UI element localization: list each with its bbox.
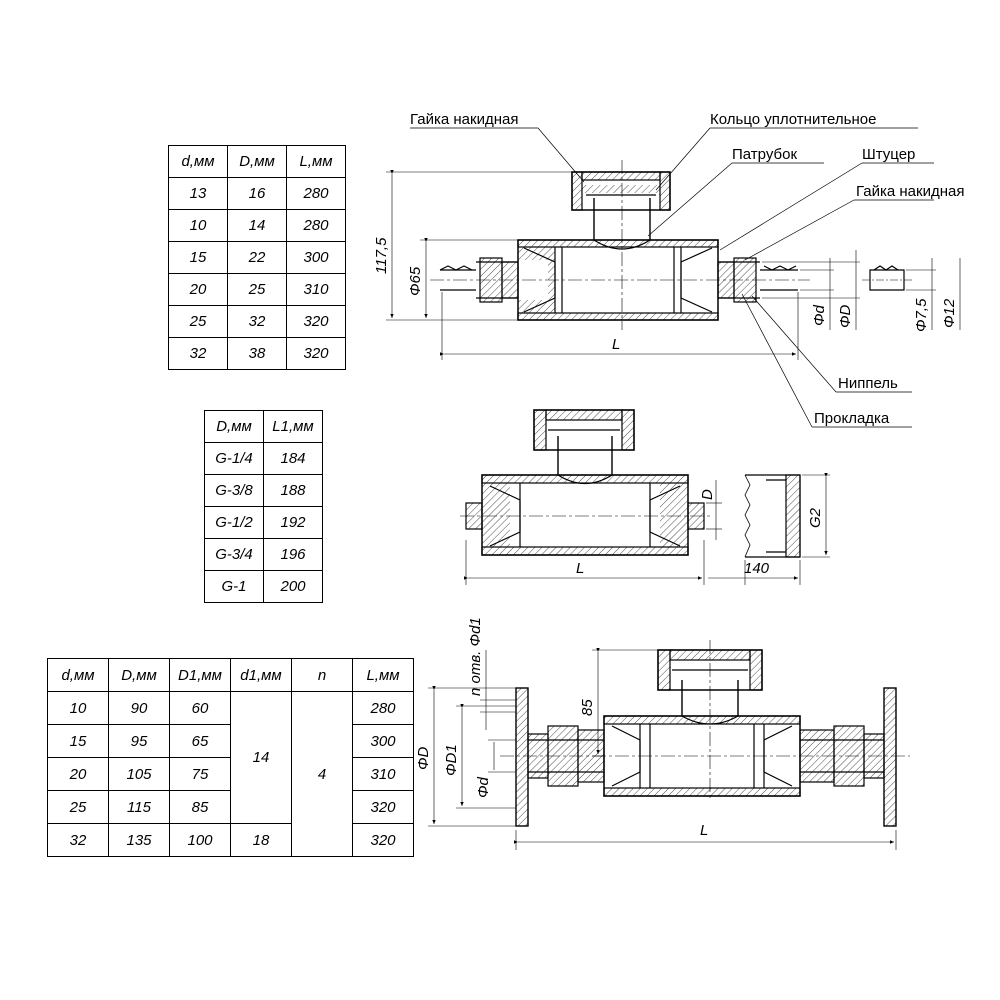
dim-85: 85 (579, 699, 596, 716)
table-cell: 38 (227, 337, 287, 370)
dim-G2: G2 (807, 507, 824, 528)
header-cell: n (291, 658, 353, 692)
table-cell: 320 (352, 790, 414, 824)
table-row: 32 135 100 18 320 (47, 823, 414, 857)
dim-phi65: Φ65 (407, 266, 424, 296)
table-cell: 310 (352, 757, 414, 791)
table-row: 10 14 280 (168, 209, 346, 242)
table-row: 15 22 300 (168, 241, 346, 274)
table-cell: 18 (230, 823, 292, 857)
tee-threaded-view (460, 409, 830, 585)
table-d-D-L: d,мм D,мм L,мм 13 16 280 10 14 280 15 22… (168, 145, 346, 370)
table-cell: 200 (263, 570, 323, 603)
table-cell: 95 (108, 724, 170, 758)
table-row: G-3/4 196 (204, 538, 323, 571)
dim-phiD1-bot: ΦD1 (443, 744, 460, 776)
dim-phi75: Φ7,5 (913, 298, 930, 332)
table-cell: 13 (168, 177, 228, 210)
table-cell: 100 (169, 823, 231, 857)
table-cell: 25 (227, 273, 287, 306)
table-row: 15 95 65 300 (47, 724, 414, 758)
dim-phiD-top: ΦD (837, 304, 854, 328)
dim-height: 117,5 (373, 237, 390, 274)
table-cell: 184 (263, 442, 323, 475)
table-row: 20 105 75 310 (47, 757, 414, 791)
label-fitting: Штуцер (862, 146, 915, 163)
table-cell: 280 (286, 209, 346, 242)
table-cell: 192 (263, 506, 323, 539)
table-cell: 32 (47, 823, 109, 857)
dim-L-mid: L (576, 560, 584, 577)
table-row: 32 38 320 (168, 337, 346, 370)
dim-L-top: L (612, 336, 620, 353)
table-cell: 320 (286, 337, 346, 370)
table-cell: 300 (286, 241, 346, 274)
table-row: 13 16 280 (168, 177, 346, 210)
label-nut-right: Гайка накидная (856, 183, 964, 200)
table-cell: 320 (352, 823, 414, 857)
table-cell: G-3/4 (204, 538, 264, 571)
table-header-row: D,мм L1,мм (204, 410, 323, 443)
label-gasket: Прокладка (814, 410, 890, 427)
table-cell: G-3/8 (204, 474, 264, 507)
dim-L-bot: L (700, 822, 708, 839)
table-cell: 85 (169, 790, 231, 824)
tee-flanged-view (428, 640, 910, 850)
header-cell: d,мм (168, 145, 228, 178)
dim-D-mid: D (699, 489, 716, 500)
table-row: G-3/8 188 (204, 474, 323, 507)
table-cell: 15 (47, 724, 109, 758)
header-cell: D1,мм (169, 658, 231, 692)
table-cell: 280 (286, 177, 346, 210)
dim-140: 140 (744, 560, 770, 577)
table-cell: 310 (286, 273, 346, 306)
table-cell: 188 (263, 474, 323, 507)
table-row: G-1/4 184 (204, 442, 323, 475)
table-row: G-1/2 192 (204, 506, 323, 539)
table-cell: G-1/2 (204, 506, 264, 539)
dim-phid-top: Φd (811, 304, 828, 326)
table-row: 25 32 320 (168, 305, 346, 338)
table-cell: 32 (227, 305, 287, 338)
table-cell: 25 (168, 305, 228, 338)
header-cell: D,мм (227, 145, 287, 178)
table-cell: 10 (168, 209, 228, 242)
label-seal-ring: Кольцо уплотнительное (710, 111, 876, 128)
table-cell: 300 (352, 724, 414, 758)
table-cell: 90 (108, 691, 170, 725)
table-cell: 65 (169, 724, 231, 758)
header-cell: L,мм (352, 658, 414, 692)
table-cell: 14 (227, 209, 287, 242)
label-branch: Патрубок (732, 146, 797, 163)
dim-phiD-bot: ΦD (415, 746, 432, 770)
table-row: G-1 200 (204, 570, 323, 603)
table-cell: 60 (169, 691, 231, 725)
table-cell: 10 (47, 691, 109, 725)
label-nut-left: Гайка накидная (410, 111, 518, 128)
table-row: 10 90 60 14 4 280 (47, 691, 414, 857)
label-nipple: Ниппель (838, 375, 898, 392)
dim-holes: n отв. Φd1 (467, 617, 484, 696)
table-row: 20 25 310 (168, 273, 346, 306)
table-cell: 15 (168, 241, 228, 274)
table-flange: d,мм D,мм D1,мм d1,мм n L,мм 10 90 60 14… (47, 658, 414, 857)
dim-phid-bot: Φd (475, 776, 492, 798)
table-cell: 196 (263, 538, 323, 571)
table-header-row: d,мм D,мм L,мм (168, 145, 346, 178)
table-D-L1: D,мм L1,мм G-1/4 184 G-3/8 188 G-1/2 192… (204, 410, 323, 603)
dim-phi12: Φ12 (941, 298, 958, 328)
tee-assembly-top-view (386, 127, 961, 428)
table-cell: 105 (108, 757, 170, 791)
table-cell: 280 (352, 691, 414, 725)
